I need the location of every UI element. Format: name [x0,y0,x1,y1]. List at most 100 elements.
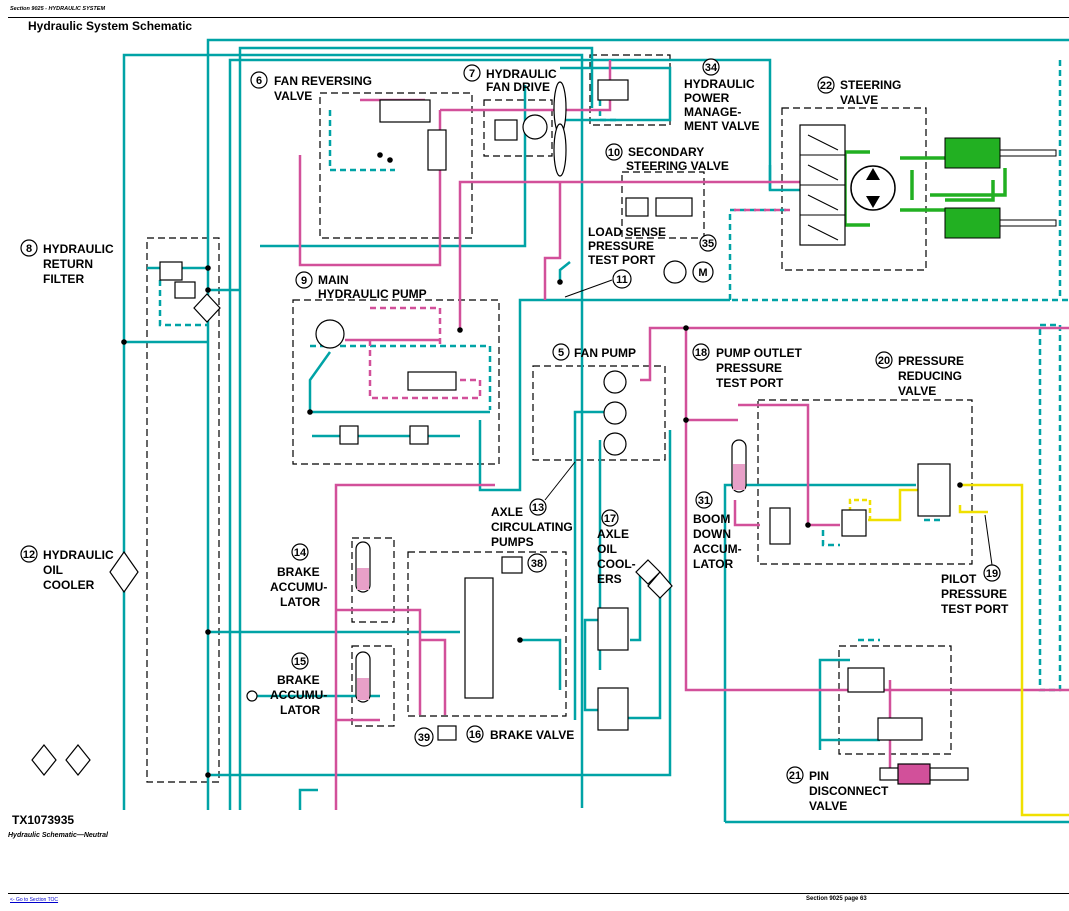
section-header: Section 9025 - HYDRAULIC SYSTEM [10,6,106,12]
label-11-num: 11 [616,274,628,286]
filter-switch [159,261,183,281]
fan-blade-lower [553,123,567,177]
label-motor-letter: M [698,267,707,279]
label-39-num: 39 [418,732,430,744]
filter-bypass [174,281,196,299]
return-line-i [208,430,672,777]
label-19-line2: PRESSURE [941,587,1007,601]
pressure-pilot-b [368,340,482,400]
return-line-j [260,85,527,248]
steer-line-h [945,180,995,202]
label-18-line3: TEST PORT [716,376,784,390]
fan-drive-motor [522,114,548,140]
label-22: 22 STEERING VALVE [817,76,901,107]
label-18-line2: PRESSURE [716,361,782,375]
label-31-line2: DOWN [693,527,731,541]
label-13: 13 AXLE CIRCULATING PUMPS [491,461,576,549]
return-line-u [723,483,916,822]
section-toc-link[interactable]: <- Go to Section TOC [10,897,59,903]
return-line-y [298,788,318,810]
junction-dots [121,152,963,778]
drain-line-d [1038,323,1062,692]
return-line-a [122,53,584,810]
return-lines [122,38,1069,824]
return-line-q [628,585,662,720]
pressure-pilot-a [370,306,442,345]
label-19-line1: PILOT [941,572,977,586]
label-16-line1: BRAKE VALVE [490,728,574,742]
pmv-valve [597,79,629,101]
label-5-line1: FAN PUMP [574,346,636,360]
main-pump-frame [292,299,500,465]
label-31: 31 BOOM DOWN ACCUM- LATOR [693,491,742,571]
label-7-line2: FAN DRIVE [486,80,550,94]
label-34-num: 34 [705,62,718,74]
pin-valve-upper [847,667,885,693]
label-8-line2: RETURN [43,257,93,271]
drain-line-a [728,208,790,300]
label-15-num: 15 [294,656,306,668]
acc-14-fill [357,568,369,590]
fan-pump-symbol [603,370,627,394]
label-21-num: 21 [789,770,801,782]
secondary-steering-valve-frame [621,171,705,239]
label-13-line1: AXLE [491,505,523,519]
page-number: Section 9025 page 63 [806,896,867,902]
label-10-num: 10 [608,147,620,159]
pin-valve-solenoid [877,717,923,741]
label-21: 21 PIN DISCONNECT VALVE [786,766,889,813]
label-6-line2: VALVE [274,89,312,103]
label-8-num: 8 [26,243,32,255]
drain-line-f [158,280,208,327]
return-filter-frame [146,237,220,783]
label-14-num: 14 [294,547,307,559]
drain-line-i [920,500,942,522]
label-17-line2: OIL [597,542,617,556]
label-34-line1: HYDRAULIC [684,77,755,91]
pressure-switch-38 [501,556,523,574]
label-12-line1: HYDRAULIC [43,548,114,562]
label-35-num: 35 [702,238,714,250]
label-7-num: 7 [469,68,475,80]
label-5: 5 FAN PUMP [552,343,636,361]
ssv-spool [655,197,693,217]
label-19-line3: TEST PORT [941,602,1009,616]
return-line-b [206,38,1069,810]
header-rule [8,17,1069,18]
main-pump-symbol [315,319,345,349]
label-20-line2: REDUCING [898,369,962,383]
label-10-line1: SECONDARY [628,145,704,159]
label-6-num: 6 [256,75,262,87]
ssv-switch [625,197,649,217]
figure-code: TX1073935 [12,813,75,827]
steering-motor-arrows [866,168,880,208]
label-8-line1: HYDRAULIC [43,242,114,256]
axle-cooler-filter-a [635,559,661,585]
label-15: 15 BRAKE ACCUMU- LATOR [270,652,327,717]
label-17: 17 AXLE OIL COOL- ERS [597,509,636,586]
pressure-line-i [738,403,840,527]
pressure-line-k [336,608,422,715]
main-pump-check-a [339,425,359,445]
label-21-line3: VALVE [809,799,847,813]
label-12: 12 HYDRAULIC OIL COOLER [20,545,114,592]
pilot-lines [868,483,1069,817]
return-line-aa [558,261,571,282]
figure-caption: Hydraulic Schematic—Neutral [8,832,108,839]
label-9-line1: MAIN [318,273,349,287]
label-10: 10 SECONDARY STEERING VALVE [605,143,729,173]
label-7-line1: HYDRAULIC [486,67,557,81]
label-38: 38 [527,553,547,573]
fan-drive-relief [494,119,518,141]
label-15-line3: LATOR [280,703,321,717]
main-pump-compensator [407,371,457,391]
pressure-line-g [684,328,1069,692]
steering-cylinders [799,124,1057,246]
return-line-c [228,58,800,810]
label-14-line1: BRAKE [277,565,320,579]
label-15-line2: ACCUMU- [270,688,327,702]
return-line-s [520,638,562,690]
pilot-dashed-a [848,498,872,520]
label-34-line2: POWER [684,91,730,105]
pressure-line-d [543,182,562,300]
